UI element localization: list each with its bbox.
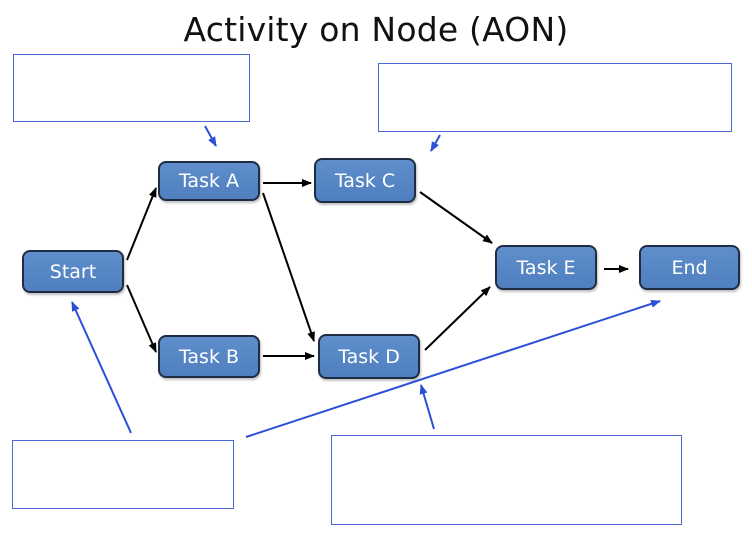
node-task-a: Task A — [158, 161, 260, 201]
diagram-title: Activity on Node (AON) — [183, 10, 569, 49]
node-start: Start — [22, 250, 124, 293]
edge-task-a-task-d — [262, 192, 315, 342]
node-task-b: Task B — [158, 335, 260, 378]
pointer-top-right-to-task-c — [430, 134, 441, 152]
callout-bottom-left — [12, 440, 234, 509]
pointer-bottom-left-to-end — [245, 300, 661, 438]
callout-top-left — [13, 54, 250, 122]
pointer-bottom-right-to-task-d — [419, 384, 435, 430]
edge-task-d-task-e — [424, 286, 491, 351]
node-task-c: Task C — [314, 158, 416, 203]
pointer-top-left-to-task-a — [204, 125, 217, 147]
node-task-d: Task D — [318, 334, 420, 379]
pointer-bottom-left-to-start — [71, 301, 132, 434]
node-task-e: Task E — [495, 245, 597, 290]
callout-bottom-right — [331, 435, 682, 525]
edge-start-task-b — [126, 284, 157, 353]
callout-top-right — [378, 63, 732, 132]
edge-task-c-task-e — [419, 191, 493, 244]
node-end: End — [639, 245, 740, 290]
edge-start-task-a — [126, 187, 157, 261]
